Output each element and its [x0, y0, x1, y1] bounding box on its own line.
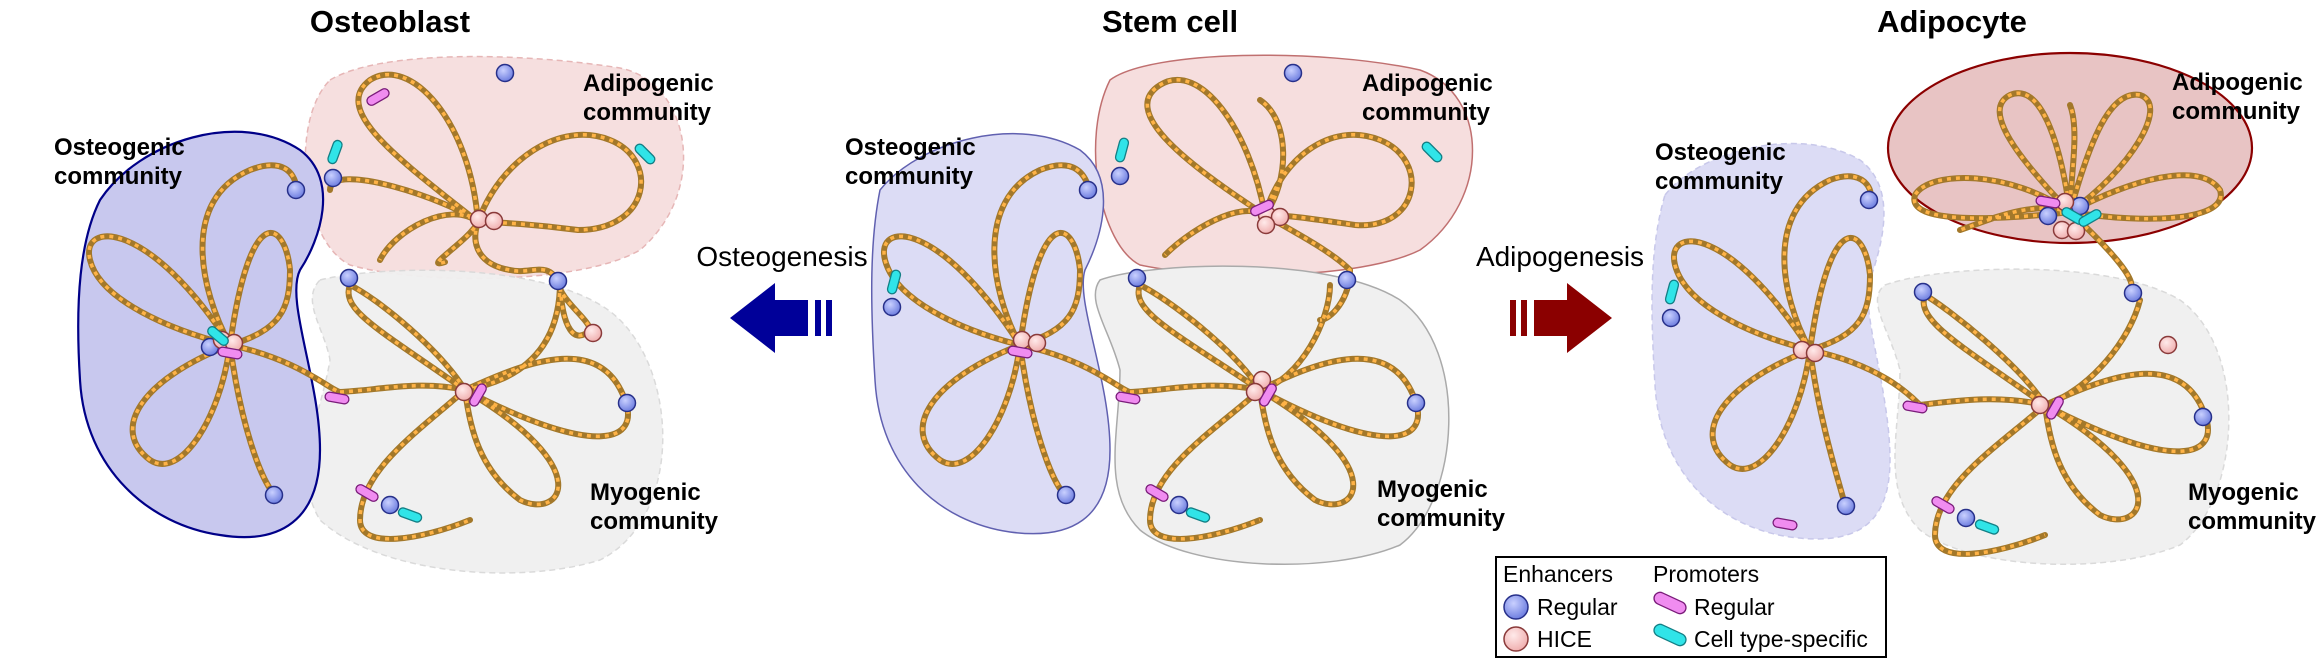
legend: Enhancers Promoters Regular HICE Regular…	[1495, 556, 1887, 658]
enhancer-hice	[484, 211, 504, 231]
legend-promoter-regular-swatch	[1653, 591, 1687, 615]
enhancer-hice	[1256, 215, 1276, 235]
enhancer-regular	[1169, 495, 1189, 515]
legend-enhancer-regular-label: Regular	[1537, 594, 1618, 620]
enhancer-hice	[1027, 333, 1047, 353]
enhancer-regular	[1337, 270, 1357, 290]
arrow-osteogenesis: Osteogenesis	[696, 241, 868, 353]
arrow-osteogenesis-bar	[826, 300, 832, 336]
enhancer-regular	[1078, 180, 1098, 200]
arrow-osteogenesis-bar	[815, 300, 821, 336]
enhancer-hice	[454, 382, 474, 402]
legend-enhancer-regular-swatch	[1503, 594, 1529, 620]
region-myogenic-left	[306, 269, 664, 574]
enhancer-regular	[323, 168, 343, 188]
arrow-label-adipogenesis: Adipogenesis	[1476, 241, 1644, 272]
legend-promoters-header: Promoters	[1653, 561, 1759, 587]
enhancer-regular	[2123, 283, 2143, 303]
arrow-label-osteogenesis: Osteogenesis	[696, 241, 867, 272]
enhancer-regular	[1406, 393, 1426, 413]
enhancer-regular	[286, 180, 306, 200]
arrow-adipogenesis-bar	[1521, 300, 1527, 336]
panel-stem-cell: Stem cell	[845, 4, 1506, 566]
enhancer-regular	[1127, 268, 1147, 288]
enhancer-hice	[2030, 395, 2050, 415]
enhancer-hice	[1805, 343, 1825, 363]
enhancer-regular	[1661, 308, 1681, 328]
enhancer-regular	[495, 63, 515, 83]
enhancer-regular	[380, 495, 400, 515]
legend-promoter-specific-label: Cell type-specific	[1694, 626, 1868, 652]
legend-enhancer-hice-label: HICE	[1537, 626, 1592, 652]
enhancer-hice	[1012, 330, 1032, 350]
legend-promoter-specific-swatch	[1653, 623, 1687, 647]
title-adipocyte: Adipocyte	[1877, 4, 2027, 39]
enhancer-hice	[583, 323, 603, 343]
arrow-adipogenesis-shape	[1534, 283, 1612, 353]
enhancer-regular	[1056, 485, 1076, 505]
enhancer-regular	[2038, 206, 2058, 226]
legend-promoter-regular-label: Regular	[1694, 594, 1775, 620]
legend-box	[1495, 556, 1887, 658]
legend-enhancer-hice-swatch	[1503, 626, 1529, 652]
region-adipogenic-right	[1886, 51, 2254, 245]
enhancer-regular	[1913, 282, 1933, 302]
enhancer-regular	[617, 393, 637, 413]
panel-osteoblast: Osteoblast	[54, 4, 719, 574]
arrow-osteogenesis-shape	[730, 283, 808, 353]
legend-enhancers-header: Enhancers	[1503, 561, 1613, 587]
title-osteoblast: Osteoblast	[310, 4, 470, 39]
enhancer-hice	[2158, 335, 2178, 355]
enhancer-regular	[1956, 508, 1976, 528]
title-stem-cell: Stem cell	[1102, 4, 1238, 39]
enhancer-regular	[264, 485, 284, 505]
arrow-adipogenesis-bar	[1510, 300, 1516, 336]
enhancer-hice	[469, 209, 489, 229]
panel-adipocyte: Adipocyte	[1651, 4, 2317, 566]
enhancer-regular	[882, 297, 902, 317]
enhancer-regular	[1283, 63, 1303, 83]
enhancer-regular	[1859, 190, 1879, 210]
arrow-adipogenesis: Adipogenesis	[1476, 241, 1644, 353]
enhancer-regular	[1110, 166, 1130, 186]
enhancer-regular	[1836, 496, 1856, 516]
enhancer-regular	[2193, 407, 2213, 427]
enhancer-regular	[339, 268, 359, 288]
enhancer-regular	[548, 271, 568, 291]
